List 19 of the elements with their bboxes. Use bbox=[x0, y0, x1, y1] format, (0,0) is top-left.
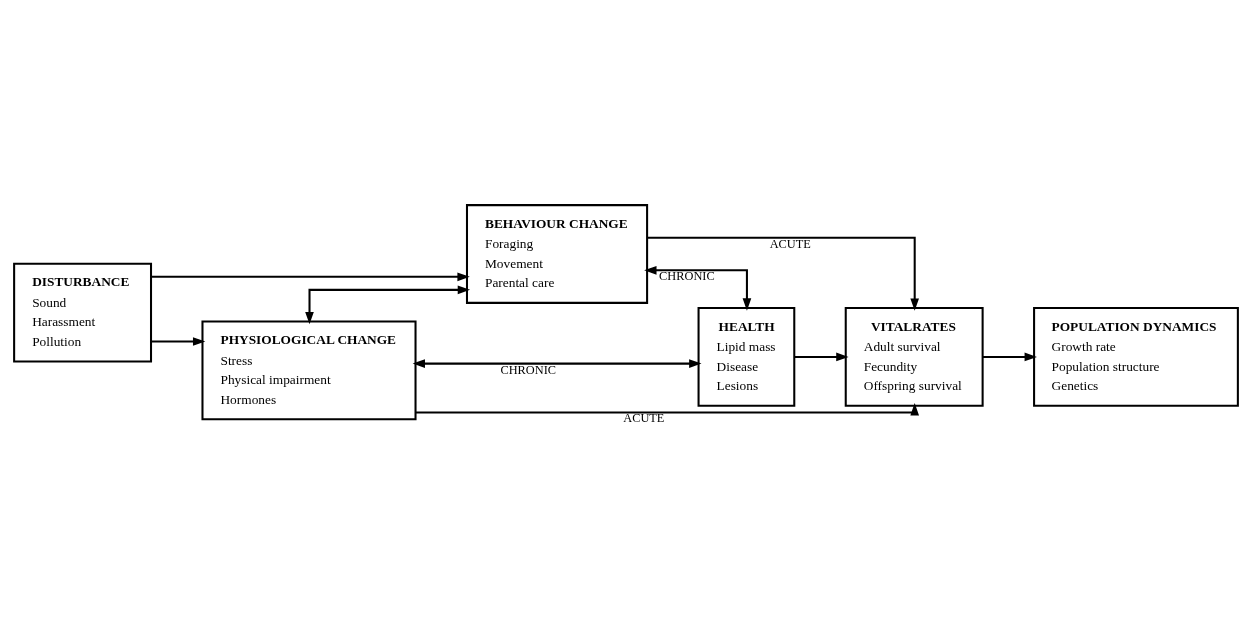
edge-label: ACUTE bbox=[623, 410, 665, 425]
arrow bbox=[151, 336, 206, 346]
arrow bbox=[647, 236, 920, 311]
node-box: POPULATION DYNAMICS Growth rate Population structure Genetics bbox=[1033, 306, 1239, 407]
node-box: PHYSIOLOGICAL CHANGE Stress Physical impairment Hormones bbox=[201, 319, 417, 420]
arrow bbox=[415, 402, 920, 415]
node-box: BEHAVIOUR CHANGE Foraging Movement Parental care bbox=[465, 203, 649, 304]
arrow bbox=[982, 352, 1037, 361]
arrow bbox=[305, 285, 471, 324]
arrow bbox=[794, 352, 849, 361]
edge-label: ACUTE bbox=[769, 236, 811, 251]
node-box: HEALTH Lipid mass Disease Lesions bbox=[697, 306, 796, 407]
edge-label: CHRONIC bbox=[500, 362, 557, 376]
node-box: VITALRATES Adult survival Fecundity Offspring survival bbox=[844, 306, 984, 407]
edge-label: CHRONIC bbox=[659, 268, 715, 283]
node-box: DISTURBANCE Sound Harassment Pollution bbox=[13, 262, 153, 363]
arrow bbox=[151, 272, 470, 281]
arrow bbox=[644, 265, 752, 311]
arrow bbox=[412, 358, 702, 368]
